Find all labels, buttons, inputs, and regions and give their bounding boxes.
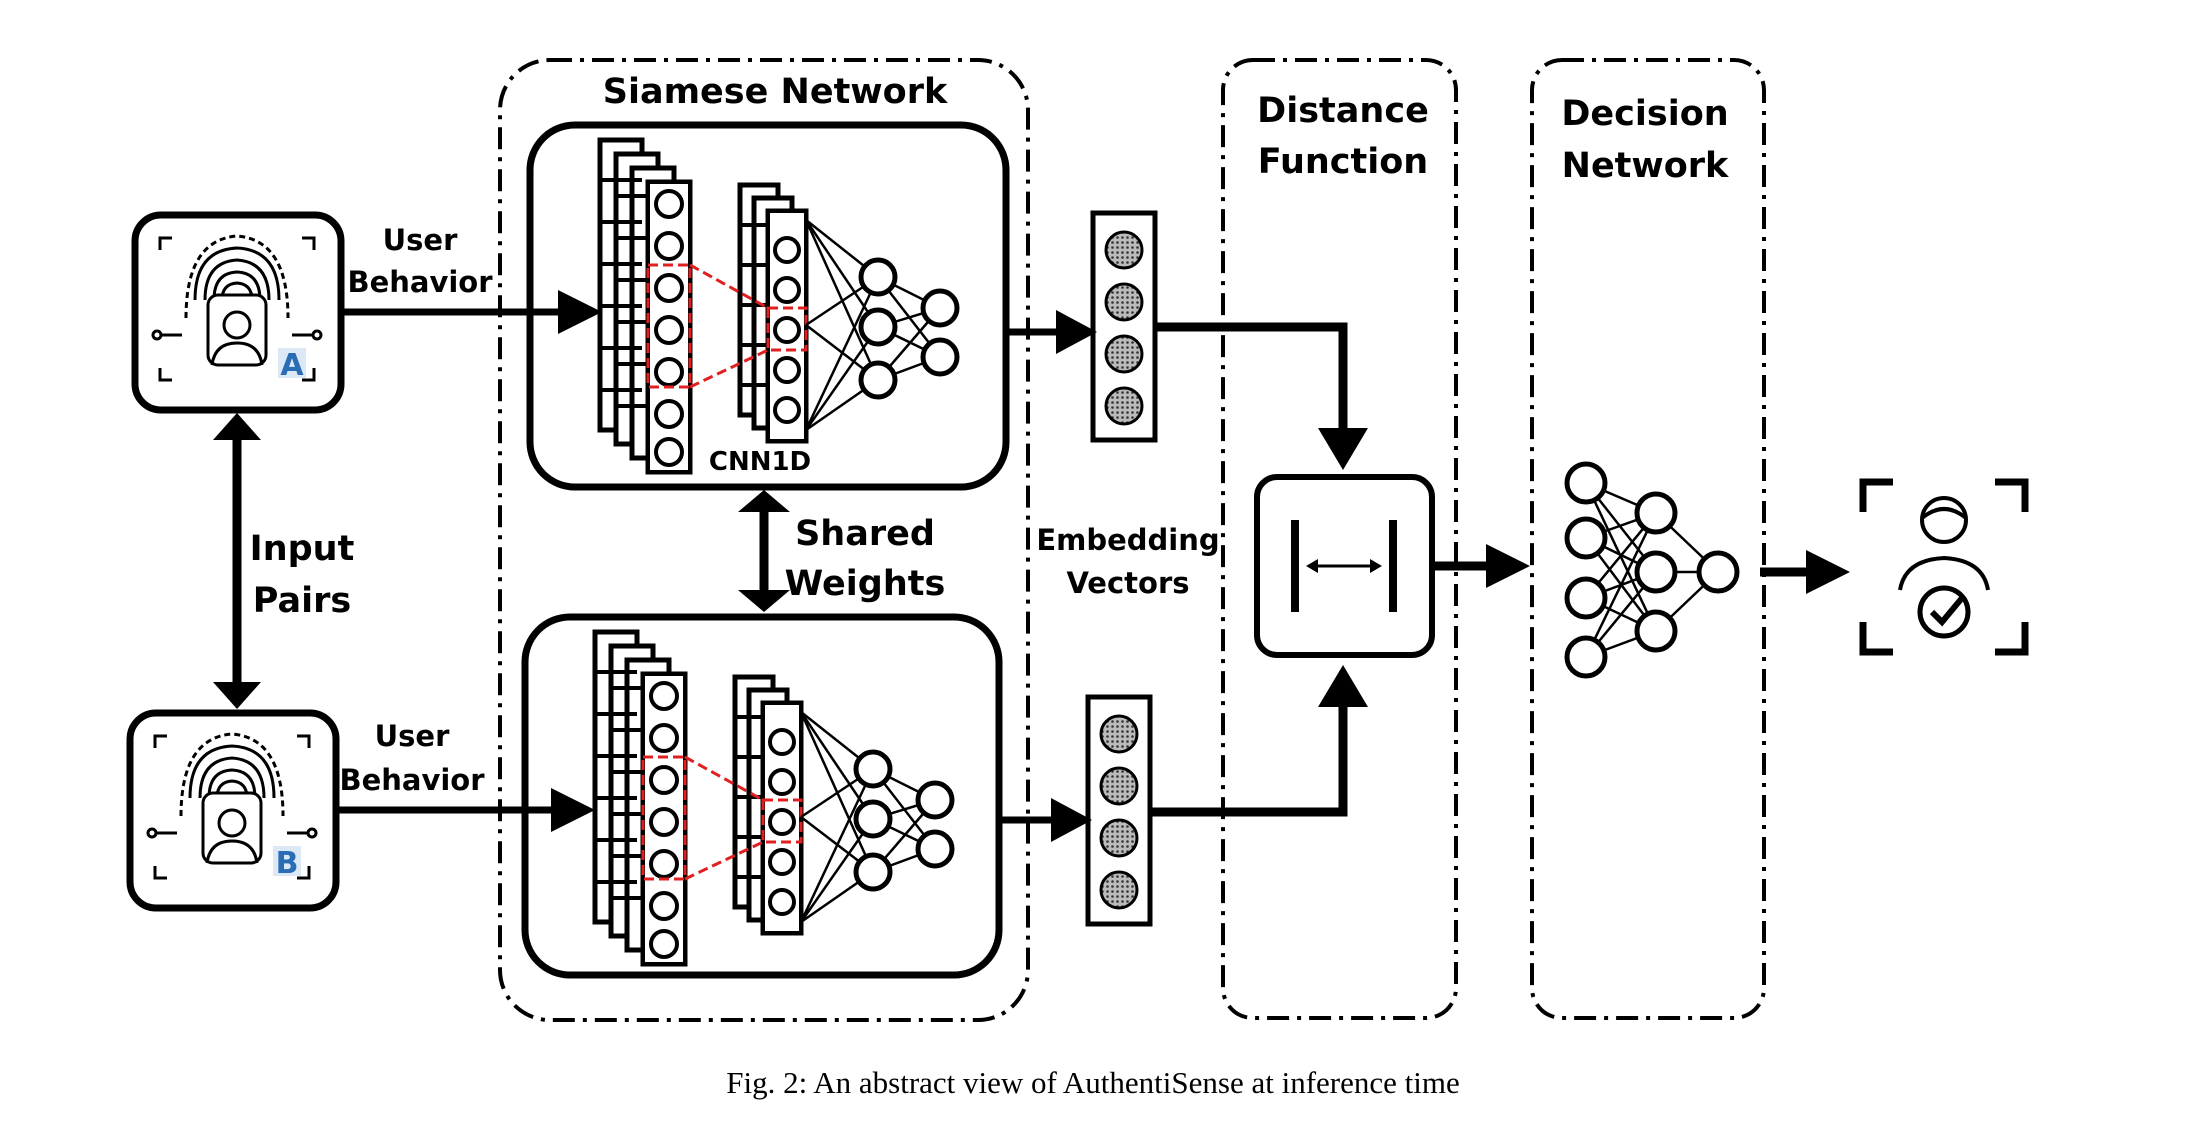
decision-network-title-1: Decision bbox=[1561, 94, 1728, 134]
decision-network-nodes bbox=[1564, 461, 1740, 679]
shared-weights-label-1: Shared bbox=[795, 514, 935, 554]
embedding-vectors-label-2: Vectors bbox=[1066, 566, 1189, 600]
siamese-network-group bbox=[498, 58, 1030, 1022]
distance-icon bbox=[1291, 520, 1397, 612]
decision-network-title-2: Network bbox=[1562, 146, 1729, 186]
user-b-badge: B bbox=[276, 846, 299, 881]
user-b-icon bbox=[130, 713, 336, 908]
decision-network-group bbox=[1530, 58, 1766, 1020]
distance-function-title-2: Function bbox=[1258, 142, 1428, 182]
input-pairs-label-2: Pairs bbox=[253, 581, 351, 621]
shared-weights-label-2: Weights bbox=[785, 564, 946, 604]
user-behavior-bottom-2: Behavior bbox=[339, 763, 485, 797]
embedding-vectors-label-1: Embedding bbox=[1036, 523, 1219, 557]
verified-user-icon bbox=[1859, 478, 2029, 656]
user-behavior-bottom-1: User bbox=[375, 719, 450, 753]
distance-function-group bbox=[1221, 58, 1458, 1020]
user-a-icon bbox=[135, 215, 341, 410]
embedding-vector-bottom bbox=[1088, 697, 1150, 924]
cnn1d-label: CNN1D bbox=[709, 447, 811, 477]
distance-function-title-1: Distance bbox=[1257, 91, 1429, 131]
figure-caption: Fig. 2: An abstract view of AuthentiSens… bbox=[726, 1065, 1459, 1100]
input-pairs-label-1: Input bbox=[250, 529, 355, 569]
user-behavior-top-2: Behavior bbox=[347, 265, 493, 299]
embedding-vector-top bbox=[1093, 213, 1155, 440]
user-behavior-top-1: User bbox=[383, 223, 458, 257]
siamese-network-title: Siamese Network bbox=[603, 72, 948, 112]
user-a-badge: A bbox=[280, 348, 304, 383]
